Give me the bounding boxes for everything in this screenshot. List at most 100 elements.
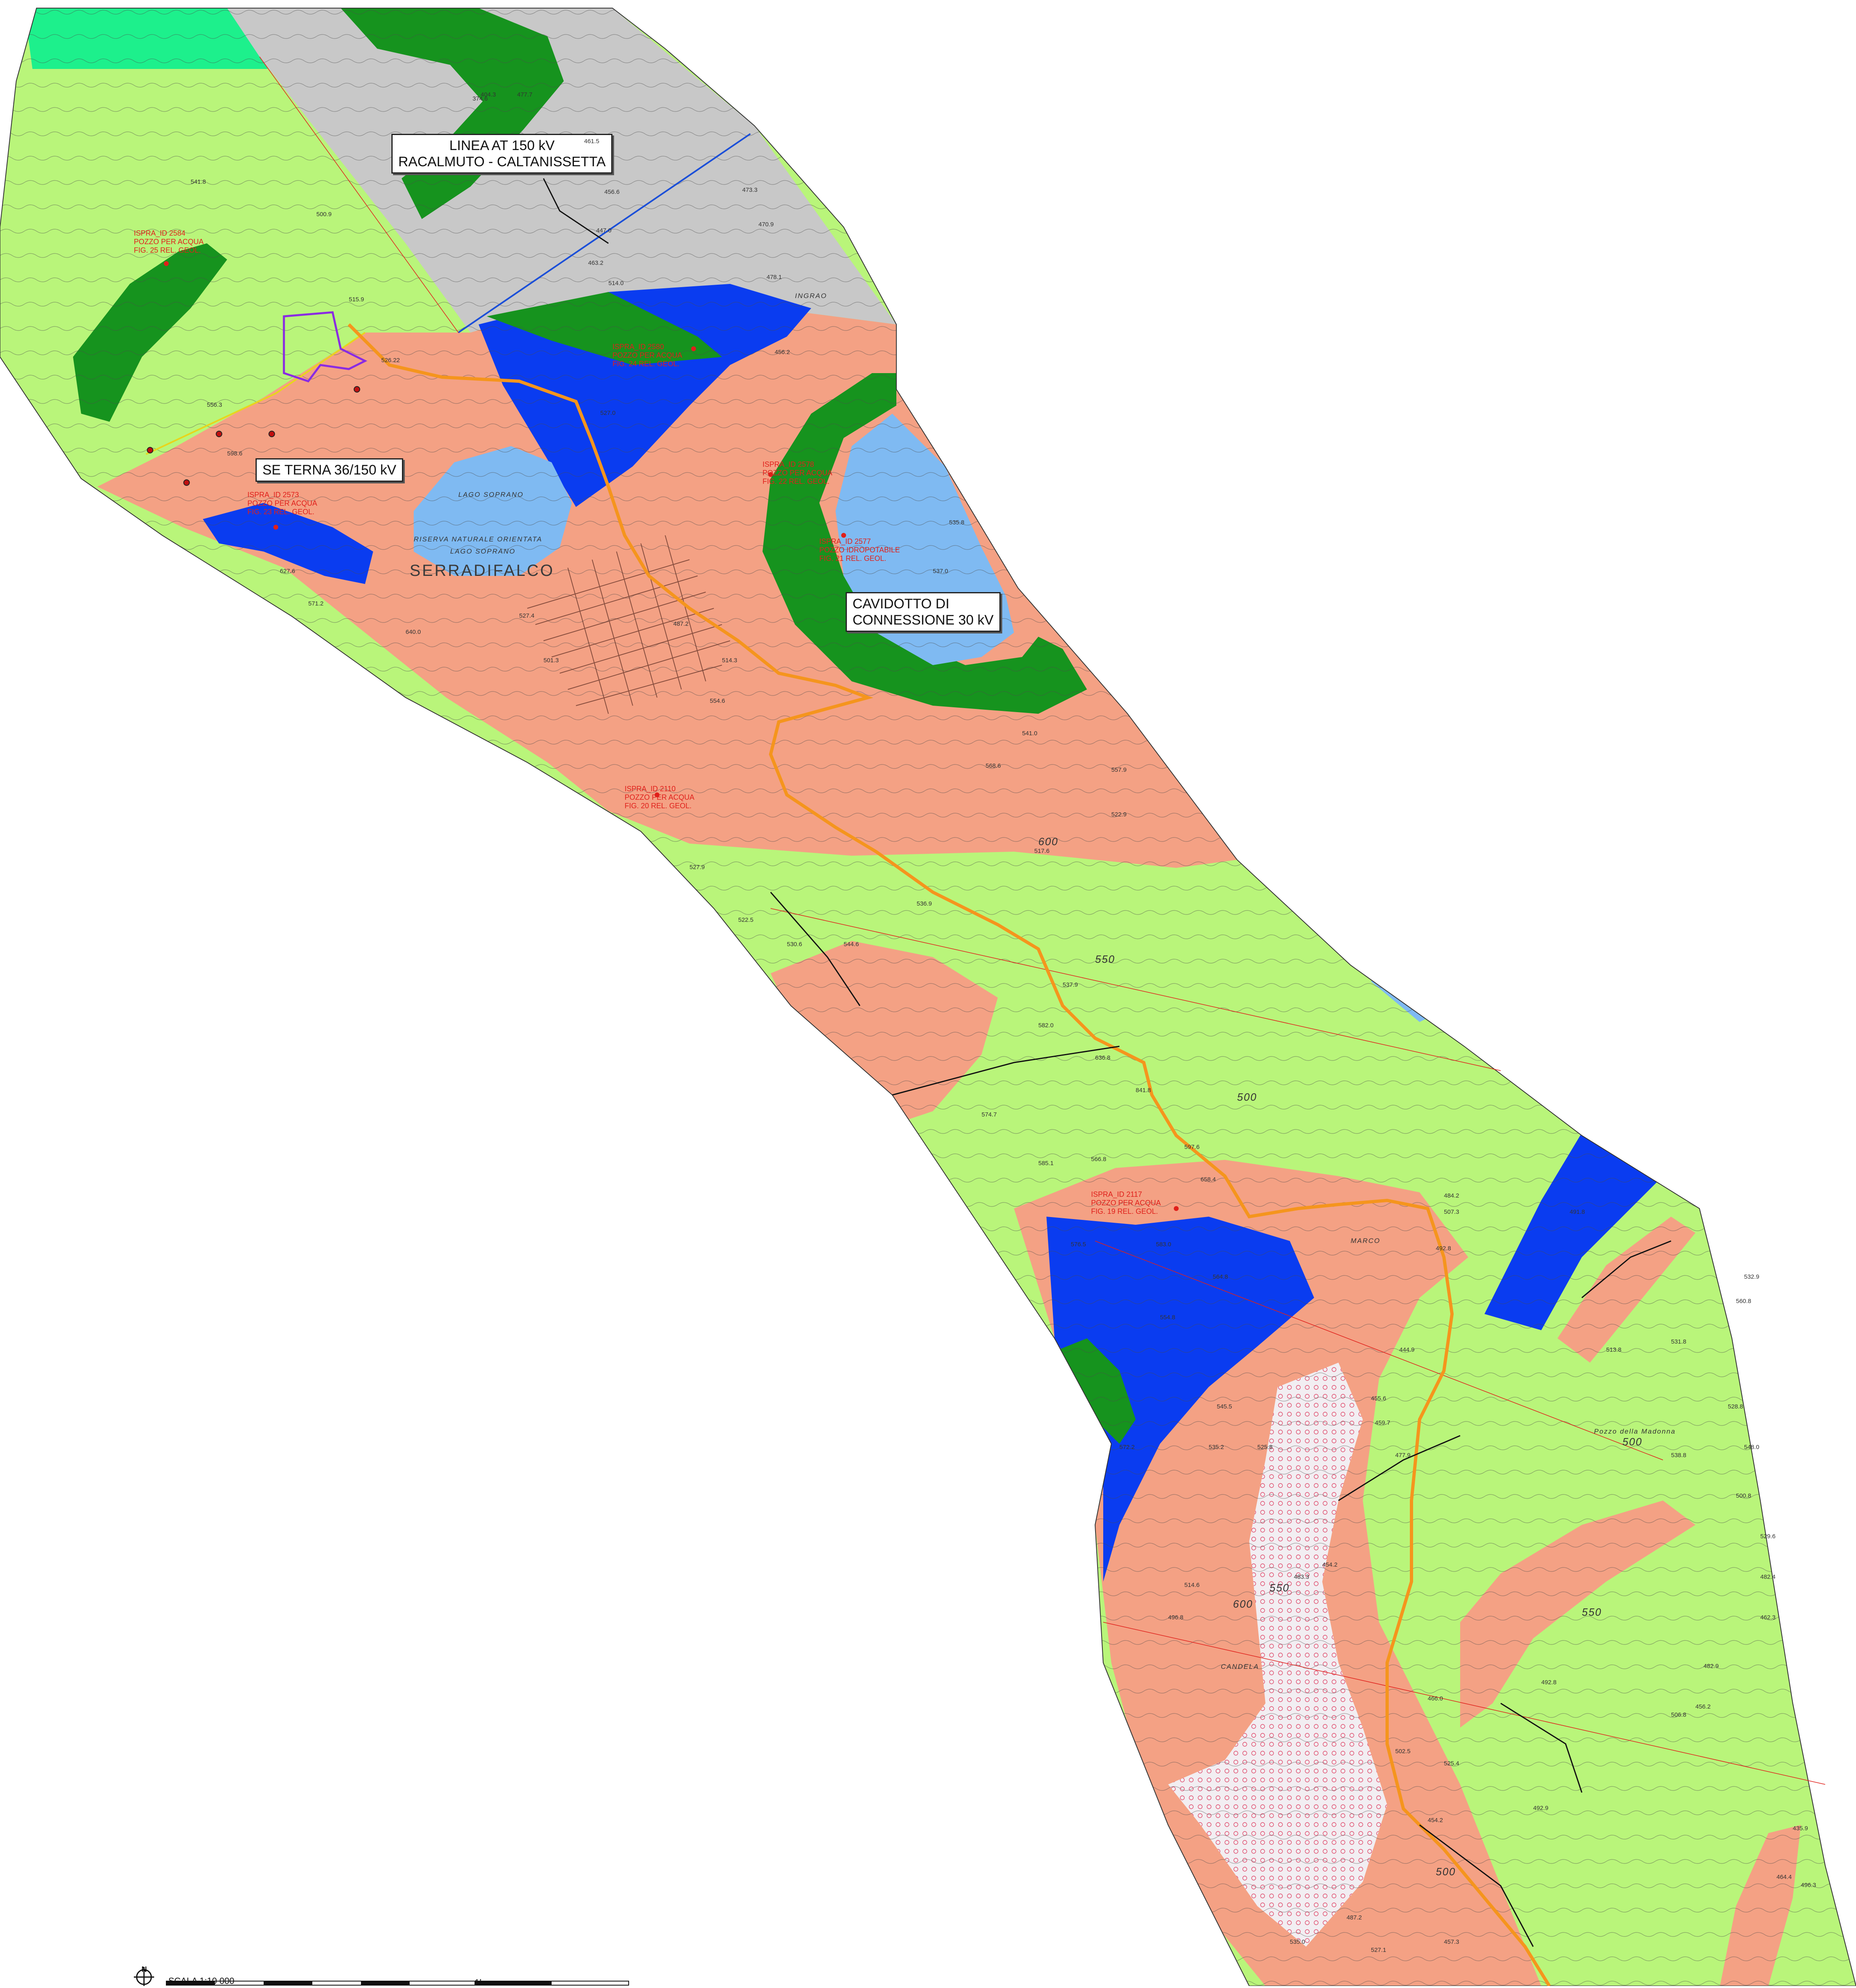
elevation-label: 574.7 <box>982 1111 997 1118</box>
elevation-label: 501.3 <box>543 657 559 664</box>
lago-label-2: LAGO SOPRANO <box>450 547 516 555</box>
north-label: N <box>142 1965 147 1973</box>
elevation-label: 537.0 <box>933 568 948 575</box>
elevation-label: 491.8 <box>1570 1209 1585 1215</box>
elevation-label: 583.0 <box>1156 1241 1171 1248</box>
elevation-label: 548.0 <box>1744 1444 1759 1451</box>
elevation-label: 525.4 <box>1444 1760 1459 1767</box>
elevation-label: 640.0 <box>406 629 421 635</box>
cable-route-30kv <box>348 323 1551 1986</box>
callout-cavidotto-line2: CONNESSIONE 30 kV <box>853 612 994 628</box>
scale-bar: SCALA 1:10 000 1km <box>130 1976 657 1988</box>
elevation-label: 466.0 <box>1428 1695 1443 1702</box>
callout-cavidotto-line1: CAVIDOTTO DI <box>853 596 949 612</box>
contour-label: 500 <box>1436 1866 1456 1878</box>
elevation-label: 496.8 <box>1168 1614 1184 1621</box>
elevation-label: 554.6 <box>710 698 725 704</box>
callout-cavidotto: CAVIDOTTO DI CONNESSIONE 30 kV <box>846 592 1001 632</box>
elevation-label: 841.8 <box>1136 1087 1151 1094</box>
elevation-label: 545.5 <box>1217 1403 1232 1410</box>
elevation-label: 566.8 <box>1091 1156 1106 1163</box>
elevation-label: 478.1 <box>767 274 782 281</box>
elevation-label: 535.2 <box>1209 1444 1224 1451</box>
contour-label: 550 <box>1582 1606 1602 1618</box>
town-street-grid <box>527 535 730 714</box>
elevation-label: 514.0 <box>608 280 624 287</box>
contour-label: 550 <box>1270 1582 1290 1594</box>
elevation-label: 527.4 <box>519 612 535 619</box>
elevation-label: 404.3 <box>481 91 496 98</box>
elevation-label: 454.2 <box>1428 1817 1443 1824</box>
elevation-label: 636.8 <box>1095 1054 1111 1061</box>
scale-label: SCALA 1:10 000 <box>168 1976 234 1986</box>
red-lines <box>259 56 1826 1785</box>
elevation-label: 457.3 <box>1444 1939 1459 1945</box>
elevation-label: 507.3 <box>1444 1209 1459 1215</box>
elevation-label: 585.1 <box>1038 1160 1054 1167</box>
line-pylons <box>147 386 360 486</box>
elevation-label: 514.3 <box>722 657 737 664</box>
elevation-label: 462.3 <box>1760 1614 1776 1621</box>
yellow-line <box>146 332 366 455</box>
elevation-label: 541.0 <box>1022 730 1038 737</box>
elevation-label: 576.5 <box>1071 1241 1086 1248</box>
elevation-label: 526.22 <box>381 357 400 364</box>
elevation-label: 538.8 <box>1671 1452 1686 1459</box>
elevation-label: 517.6 <box>1034 848 1050 854</box>
elevation-label: 528.8 <box>1728 1403 1743 1410</box>
substation-se-terna <box>283 311 367 382</box>
elevation-label: 536.9 <box>917 900 932 907</box>
elevation-label: 470.9 <box>758 221 774 228</box>
callout-linea-at-line1: LINEA AT 150 kV <box>449 138 555 153</box>
elevation-label: 529.6 <box>1760 1533 1776 1540</box>
elevation-label: 454.2 <box>1322 1561 1338 1568</box>
elevation-label: 535.0 <box>1290 1939 1305 1945</box>
elevation-label: 455.6 <box>1371 1395 1386 1402</box>
elevation-label: 487.2 <box>673 620 689 627</box>
lago-label: LAGO SOPRANO <box>458 491 524 498</box>
elevation-label: 506.8 <box>1671 1711 1686 1718</box>
elevation-label: 487.2 <box>1347 1914 1362 1921</box>
elevation-label: 492.8 <box>1436 1245 1451 1252</box>
elevation-label: 572.2 <box>1119 1444 1135 1451</box>
elevation-label: 447.0 <box>596 227 612 234</box>
callout-linea-at: LINEA AT 150 kV RACALMUTO - CALTANISSETT… <box>391 134 613 174</box>
elevation-label: 463.2 <box>588 260 604 266</box>
elevation-label: 444.9 <box>1399 1346 1415 1353</box>
elevation-label: 473.3 <box>742 187 758 193</box>
elevation-label: 477.9 <box>1395 1452 1411 1459</box>
marco-label: MARCO <box>1351 1237 1381 1245</box>
elevation-label: 459.7 <box>1375 1419 1390 1426</box>
elevation-label: 541.8 <box>191 178 206 185</box>
riserva-label: RISERVA NATURALE ORIENTATA <box>414 535 543 543</box>
elevation-label: 515.9 <box>349 296 364 303</box>
elevation-label: 560.8 <box>1736 1298 1751 1305</box>
elevation-label: 513.8 <box>1606 1346 1622 1353</box>
contour-label: 550 <box>1095 953 1115 965</box>
elevation-label: 477.7 <box>517 91 533 98</box>
contour-label: 500 <box>1237 1091 1257 1103</box>
elevation-label: 435.9 <box>1793 1825 1808 1832</box>
elevation-label: 627.6 <box>280 568 295 575</box>
elevation-label: 482.9 <box>1703 1663 1719 1670</box>
elevation-label: 525.8 <box>1257 1444 1273 1451</box>
elevation-label: 535.8 <box>949 519 965 526</box>
candela-label: CANDELA <box>1221 1663 1259 1670</box>
elevation-label: 464.4 <box>1777 1874 1792 1881</box>
elevation-label: 374.6 <box>473 95 488 102</box>
elevation-label: 658.4 <box>1201 1176 1216 1183</box>
elevation-label: 530.6 <box>787 941 802 948</box>
contour-label: 500 <box>1622 1436 1643 1448</box>
elevation-label: 582.0 <box>1038 1022 1054 1029</box>
elevation-label: 502.5 <box>1395 1748 1411 1755</box>
elevation-label: 456.2 <box>775 349 790 356</box>
callout-se-terna: SE TERNA 36/150 kV <box>256 458 404 482</box>
elevation-label: 461.5 <box>584 138 599 145</box>
